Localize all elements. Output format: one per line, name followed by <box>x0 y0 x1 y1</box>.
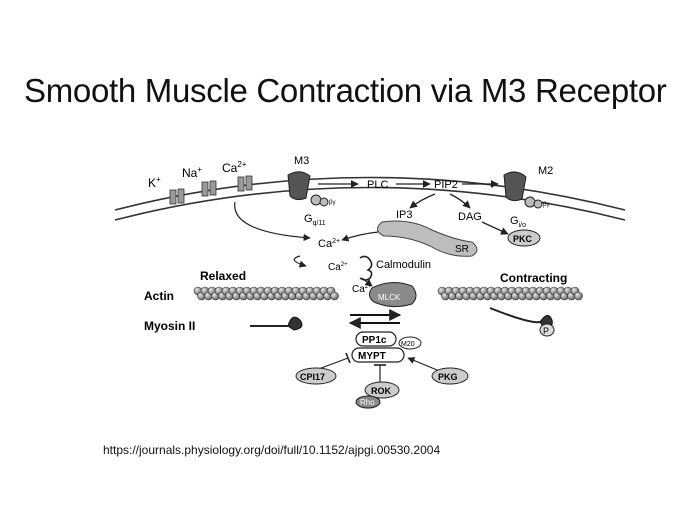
pp1c-label: PP1c <box>362 335 387 346</box>
m2-label: M2 <box>538 165 553 177</box>
m3-receptor-icon <box>287 171 311 201</box>
plc-label: PLC <box>367 179 388 191</box>
myosin-contracting-icon <box>489 307 555 337</box>
source-citation: https://journals.physiology.org/doi/full… <box>103 443 441 457</box>
myosin-label: Myosin II <box>144 319 195 333</box>
m3-label: M3 <box>294 155 309 167</box>
actin-filament-relaxed <box>193 286 339 301</box>
gq-protein-icon <box>310 194 329 207</box>
calcium-bind-label: Ca2+ <box>328 262 348 273</box>
relaxed-label: Relaxed <box>200 269 246 283</box>
cpi17-label: CPI17 <box>300 372 325 382</box>
slide-title: Smooth Muscle Contraction via M3 Recepto… <box>24 72 667 109</box>
pathway-diagram: K+ Na+ Ca2+ M3 βγ Gq/11 PLC PIP2 M2 βγ G… <box>110 150 630 420</box>
potassium-label: K+ <box>148 175 161 190</box>
m2-receptor-icon <box>503 171 527 202</box>
actin-bead <box>574 291 583 301</box>
gq-betagamma-label: βγ <box>329 200 335 206</box>
m20-label: M20 <box>401 341 415 348</box>
sarcoplasmic-reticulum-shape <box>377 220 478 257</box>
actin-label: Actin <box>144 289 174 303</box>
pkg-label: PKG <box>438 372 458 382</box>
calmodulin-icon <box>359 255 373 281</box>
gio-betagamma-label: βγ <box>543 202 549 208</box>
pathway-svg: K+ Na+ Ca2+ M3 βγ Gq/11 PLC PIP2 M2 βγ G… <box>114 155 626 409</box>
sr-label: SR <box>455 244 469 255</box>
ip3-label: IP3 <box>396 209 413 221</box>
calcium-ion-label: Ca2+ <box>222 160 247 175</box>
pip2-label: PIP2 <box>434 179 458 191</box>
mypt-label: MYPT <box>358 351 386 362</box>
sodium-label: Na+ <box>182 165 202 180</box>
ion-channels <box>169 175 253 205</box>
calcium-cytosol-label: Ca2+ <box>318 238 340 250</box>
rho-label: Rho <box>360 398 375 407</box>
calcium-mlck-label: Ca2+ <box>352 284 372 295</box>
myosin-relaxed-icon <box>250 316 303 331</box>
pkc-label: PKC <box>513 234 533 244</box>
gq-label: Gq/11 <box>304 213 326 227</box>
gio-label: Gi/o <box>510 215 526 229</box>
contracting-label: Contracting <box>500 271 567 285</box>
actin-filament-contracting <box>437 286 583 301</box>
gio-protein-icon <box>524 196 543 209</box>
calmodulin-label: Calmodulin <box>376 259 431 271</box>
mlck-shape <box>368 282 417 308</box>
rok-label: ROK <box>371 386 392 396</box>
mlck-label: MLCK <box>378 293 401 302</box>
cell-membrane <box>114 176 626 221</box>
dag-label: DAG <box>458 211 482 223</box>
phosphate-label: P <box>543 326 549 336</box>
actin-bead <box>330 291 339 301</box>
